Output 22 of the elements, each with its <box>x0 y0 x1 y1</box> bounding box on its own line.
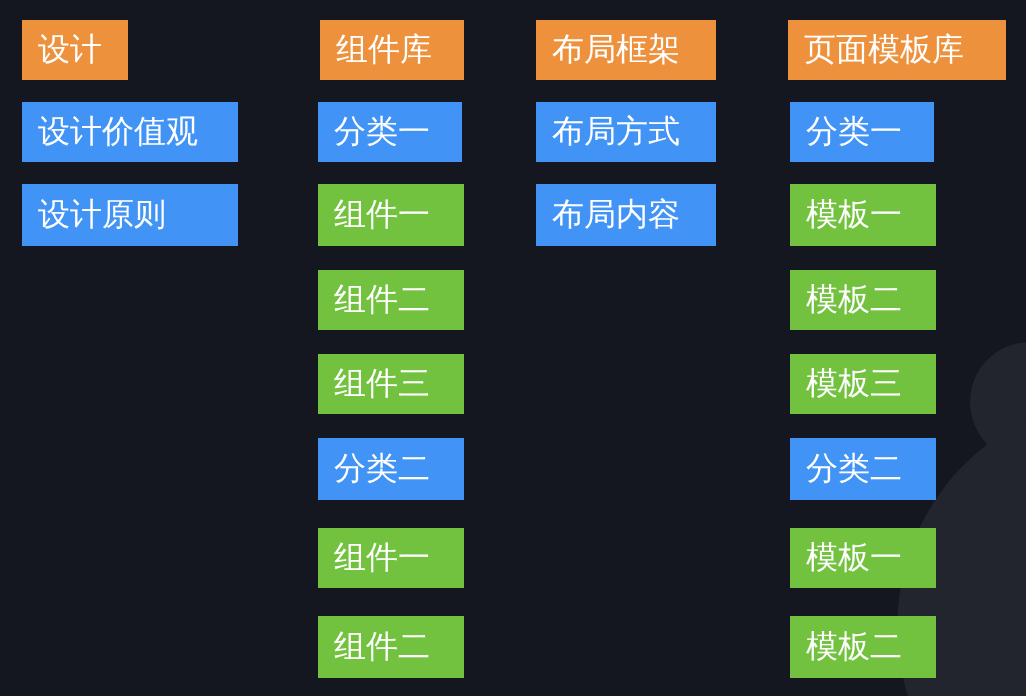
category-header: 组件库 <box>320 20 464 80</box>
item-label: 组件二 <box>318 270 464 330</box>
item-label: 布局内容 <box>536 184 716 246</box>
item-label: 组件一 <box>318 184 464 246</box>
item-label: 分类一 <box>790 102 934 162</box>
item-label: 模板一 <box>790 528 936 588</box>
category-header: 布局框架 <box>536 20 716 80</box>
item-label: 分类二 <box>318 438 464 500</box>
item-label: 模板一 <box>790 184 936 246</box>
item-label: 模板二 <box>790 616 936 678</box>
item-label: 分类二 <box>790 438 936 500</box>
item-label: 设计原则 <box>22 184 238 246</box>
item-label: 模板二 <box>790 270 936 330</box>
item-label: 布局方式 <box>536 102 716 162</box>
item-label: 设计价值观 <box>22 102 238 162</box>
item-label: 组件二 <box>318 616 464 678</box>
item-label: 模板三 <box>790 354 936 414</box>
category-header: 设计 <box>22 20 128 80</box>
category-header: 页面模板库 <box>788 20 1006 80</box>
item-label: 组件三 <box>318 354 464 414</box>
item-label: 分类一 <box>318 102 462 162</box>
item-label: 组件一 <box>318 528 464 588</box>
